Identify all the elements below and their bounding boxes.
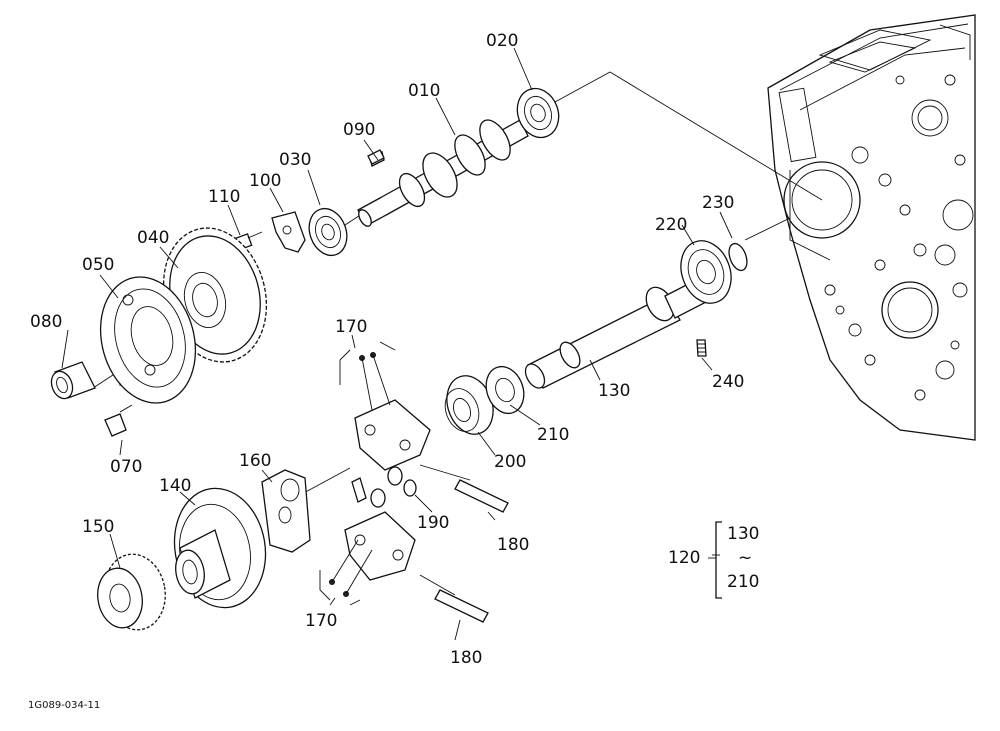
label-010: 010 (408, 81, 440, 101)
bearing-020 (516, 87, 560, 139)
label-220: 220 (655, 215, 687, 235)
label-050: 050 (82, 255, 114, 275)
label-170-lower: 170 (305, 611, 337, 631)
label-190: 190 (417, 513, 449, 533)
bracket-160 (261, 469, 311, 553)
label-210: 210 (537, 425, 569, 445)
legend-range-tilde: ~ (738, 548, 752, 568)
legend-range-end: 210 (727, 572, 759, 592)
label-030: 030 (279, 150, 311, 170)
label-150: 150 (82, 517, 114, 537)
governor-weight-upper (339, 341, 431, 471)
cover-050 (99, 276, 197, 404)
label-080: 080 (30, 312, 62, 332)
bolt-070 (104, 404, 133, 437)
leader-lines (61, 47, 733, 641)
washer-210 (485, 365, 525, 415)
label-130: 130 (598, 381, 630, 401)
legend-range-start: 130 (727, 524, 759, 544)
pin-190 (351, 466, 417, 508)
label-200: 200 (494, 452, 526, 472)
label-140: 140 (159, 476, 191, 496)
label-070: 070 (110, 457, 142, 477)
legend-assembly-number: 120 (668, 548, 700, 568)
label-240: 240 (712, 372, 744, 392)
label-020: 020 (486, 31, 518, 51)
gear-150 (97, 553, 166, 631)
label-110: 110 (208, 187, 240, 207)
assembly-legend: 120 130 ~ 210 (668, 521, 759, 599)
governor-shaft-010 (357, 119, 529, 227)
label-230: 230 (702, 193, 734, 213)
bushing-080 (50, 361, 96, 400)
drawing-number: 1G089-034-11 (28, 700, 100, 711)
governor-weight-lower (319, 511, 416, 606)
screw-240 (696, 339, 707, 357)
governor-shaft-130 (524, 277, 711, 389)
part-labels: 020 010 090 030 100 110 040 050 080 070 … (30, 31, 744, 668)
label-100: 100 (249, 171, 281, 191)
pin-180-lower (434, 589, 489, 623)
label-090: 090 (343, 120, 375, 140)
circlip-230 (728, 242, 748, 272)
bearing-220 (680, 240, 732, 304)
pin-180-upper (454, 479, 509, 513)
retainer-100 (271, 211, 306, 253)
label-180-upper: 180 (497, 535, 529, 555)
label-180-lower: 180 (450, 648, 482, 668)
label-040: 040 (137, 228, 169, 248)
label-170-upper: 170 (335, 317, 367, 337)
bearing-030 (308, 207, 348, 257)
engine-block (767, 14, 976, 441)
hub-140 (173, 487, 267, 609)
label-160: 160 (239, 451, 271, 471)
